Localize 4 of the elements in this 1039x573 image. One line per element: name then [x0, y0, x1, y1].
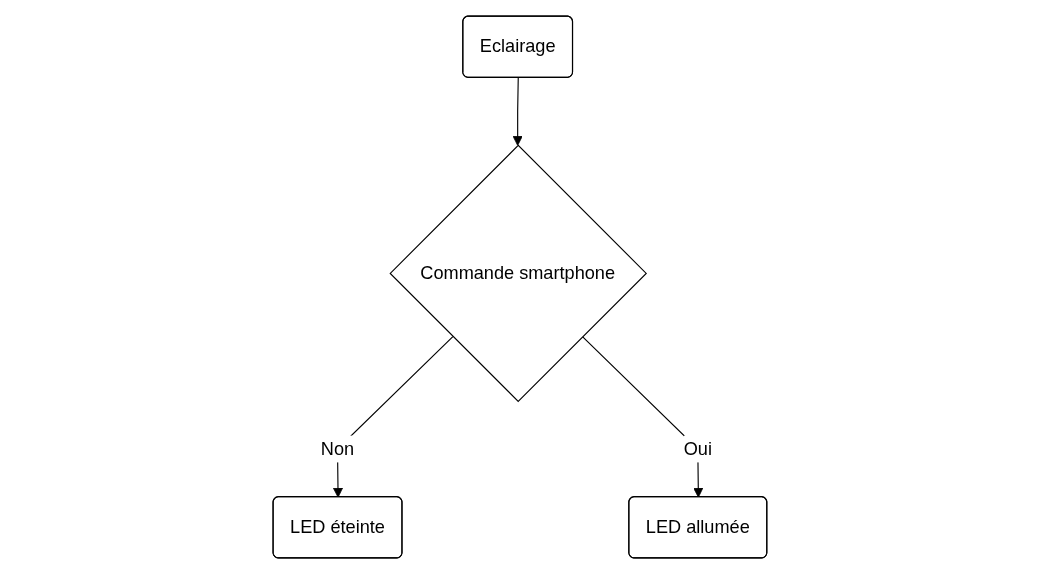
edge-label: Non	[320, 438, 354, 458]
arrow	[512, 76, 523, 146]
edge-label: Oui	[683, 438, 712, 458]
node-diamond: Commande smartphone	[389, 144, 647, 402]
